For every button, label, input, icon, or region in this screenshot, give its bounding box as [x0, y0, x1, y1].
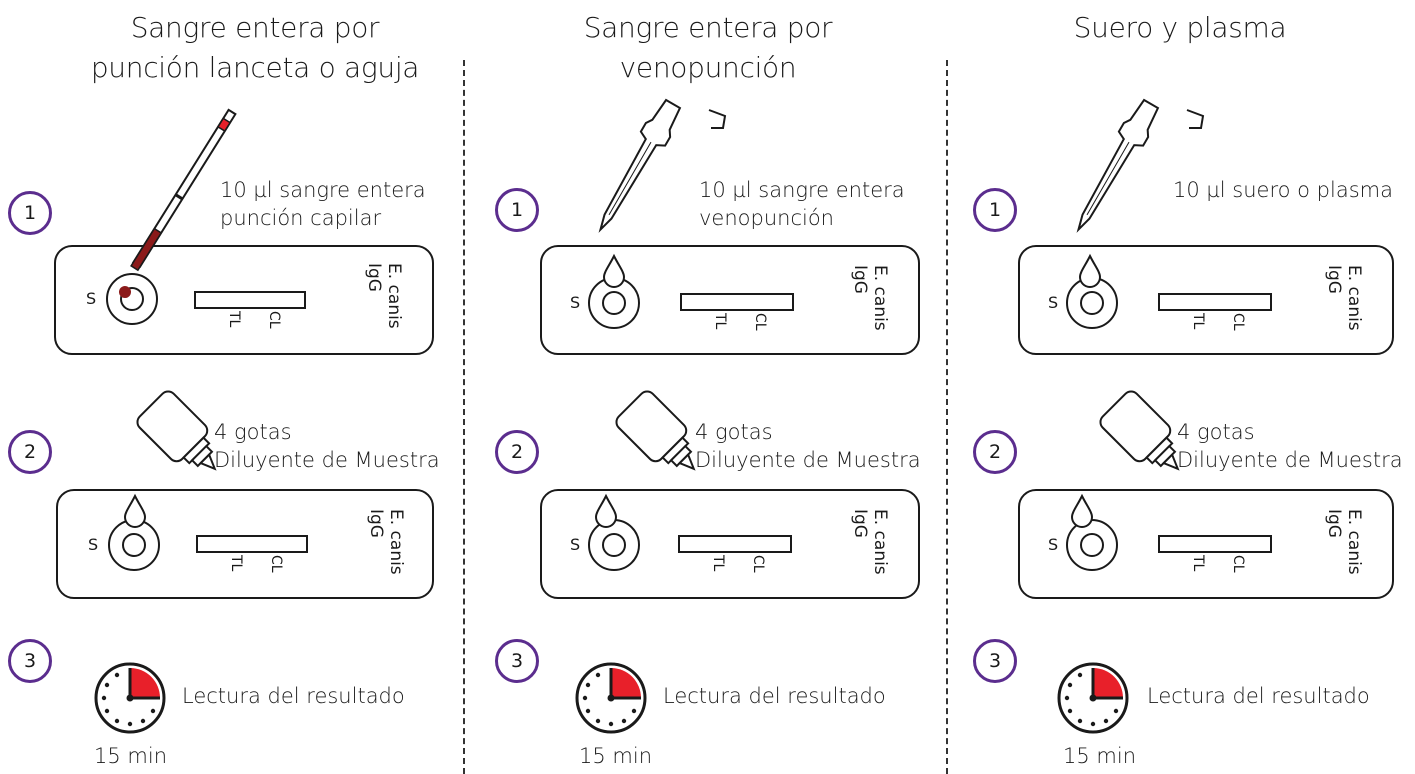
column-title-line: Sangre entera por	[130, 11, 380, 44]
sample-label: S	[570, 535, 581, 554]
dropper-bottle-icon	[136, 390, 217, 471]
column-title-line: punción lanceta o aguja	[90, 51, 420, 84]
step-number: 3	[495, 639, 539, 683]
sample-well-inner	[120, 287, 144, 311]
test-cassette: S TL CL E. canis IgG	[56, 489, 434, 599]
sample-well-inner	[602, 291, 626, 315]
sample-well-inner	[122, 533, 146, 557]
step2-label: 4 gotas Diluyente de Muestra	[214, 420, 440, 472]
timer-duration: 15 min	[94, 744, 167, 768]
step1-label: 10 µl suero o plasma	[1173, 178, 1393, 202]
column-title-line: Sangre entera por	[583, 11, 833, 44]
control-line-label: CL	[268, 555, 284, 573]
column-title: Sangre entera por venopunción	[473, 8, 943, 88]
drop-icon	[602, 253, 626, 288]
dropper-bottle-icon	[1099, 390, 1180, 471]
analyte-label: E. canis IgG	[1324, 265, 1364, 331]
result-window	[194, 291, 306, 309]
sample-label: S	[1048, 535, 1059, 554]
step-number: 1	[8, 191, 52, 235]
drop-icon	[1078, 253, 1102, 288]
analyte-label: E. canis IgG	[850, 509, 890, 575]
capillary-tube-icon	[119, 108, 237, 298]
column-capillary: Sangre entera por punción lanceta o aguj…	[8, 0, 490, 774]
step3-label: Lectura del resultado	[663, 684, 886, 708]
step2-label: 4 gotas Diluyente de Muestra	[695, 420, 921, 472]
column-title-line: venopunción	[619, 51, 797, 84]
test-cassette: S TL CL E. canis IgG	[540, 245, 920, 355]
timer-duration: 15 min	[1063, 744, 1136, 768]
result-window	[1158, 535, 1272, 553]
column-serum-plasma: Suero y plasma 1 10 µl suero o plasma S …	[945, 0, 1415, 774]
step-number: 2	[8, 430, 52, 474]
drop-icon	[123, 493, 147, 528]
test-cassette: S TL CL E. canis IgG	[54, 245, 434, 355]
step-number: 3	[8, 639, 52, 683]
column-title: Sangre entera por punción lanceta o aguj…	[20, 8, 490, 88]
test-line-label: TL	[712, 313, 728, 330]
control-line-label: CL	[752, 313, 768, 331]
sample-label: S	[88, 535, 99, 554]
pipette-icon	[598, 98, 727, 233]
column-venipuncture: Sangre entera por venopunción 1 10 µl sa…	[473, 0, 943, 774]
sample-label: S	[1048, 293, 1059, 312]
control-line-label: CL	[1230, 555, 1246, 573]
step2-label: 4 gotas Diluyente de Muestra	[1177, 420, 1403, 472]
test-line-label: TL	[228, 555, 244, 572]
step3-label: Lectura del resultado	[1147, 684, 1370, 708]
step-number: 3	[973, 639, 1017, 683]
dropper-bottle-icon	[615, 390, 696, 471]
timer-icon	[575, 662, 647, 734]
drop-icon	[594, 493, 618, 528]
result-window	[196, 535, 308, 553]
test-line-label: TL	[710, 555, 726, 572]
step1-label: 10 µl sangre entera venopunción	[699, 178, 905, 230]
pipette-icon	[1076, 98, 1205, 233]
analyte-label: E. canis IgG	[1324, 509, 1364, 575]
step3-label: Lectura del resultado	[182, 684, 405, 708]
result-window	[678, 535, 792, 553]
step-number: 2	[495, 430, 539, 474]
sample-well-inner	[602, 533, 626, 557]
sample-label: S	[570, 293, 581, 312]
timer-icon	[1057, 662, 1129, 734]
step-number: 2	[973, 430, 1017, 474]
control-line-label: CL	[750, 555, 766, 573]
test-cassette: S TL CL E. canis IgG	[1018, 245, 1394, 355]
step1-label: 10 µl sangre entera punción capilar	[220, 178, 426, 230]
analyte-label: E. canis IgG	[850, 265, 890, 331]
analyte-label: E. canis IgG	[366, 509, 406, 575]
column-title-line: Suero y plasma	[1073, 11, 1287, 44]
test-line-label: TL	[1190, 555, 1206, 572]
test-line-label: TL	[1190, 313, 1206, 330]
sample-well	[106, 273, 158, 325]
step-number: 1	[973, 188, 1017, 232]
step-number: 1	[495, 188, 539, 232]
sample-label: S	[86, 289, 97, 308]
column-divider	[946, 60, 948, 774]
sample-well-inner	[1080, 533, 1104, 557]
sample-well-inner	[1080, 291, 1104, 315]
result-window	[1158, 293, 1272, 311]
timer-icon	[94, 662, 166, 734]
timer-duration: 15 min	[579, 744, 652, 768]
column-title: Suero y plasma	[945, 8, 1415, 48]
column-divider	[463, 60, 465, 774]
result-window	[680, 293, 794, 311]
drop-icon	[1070, 493, 1094, 528]
control-line-label: CL	[1230, 313, 1246, 331]
